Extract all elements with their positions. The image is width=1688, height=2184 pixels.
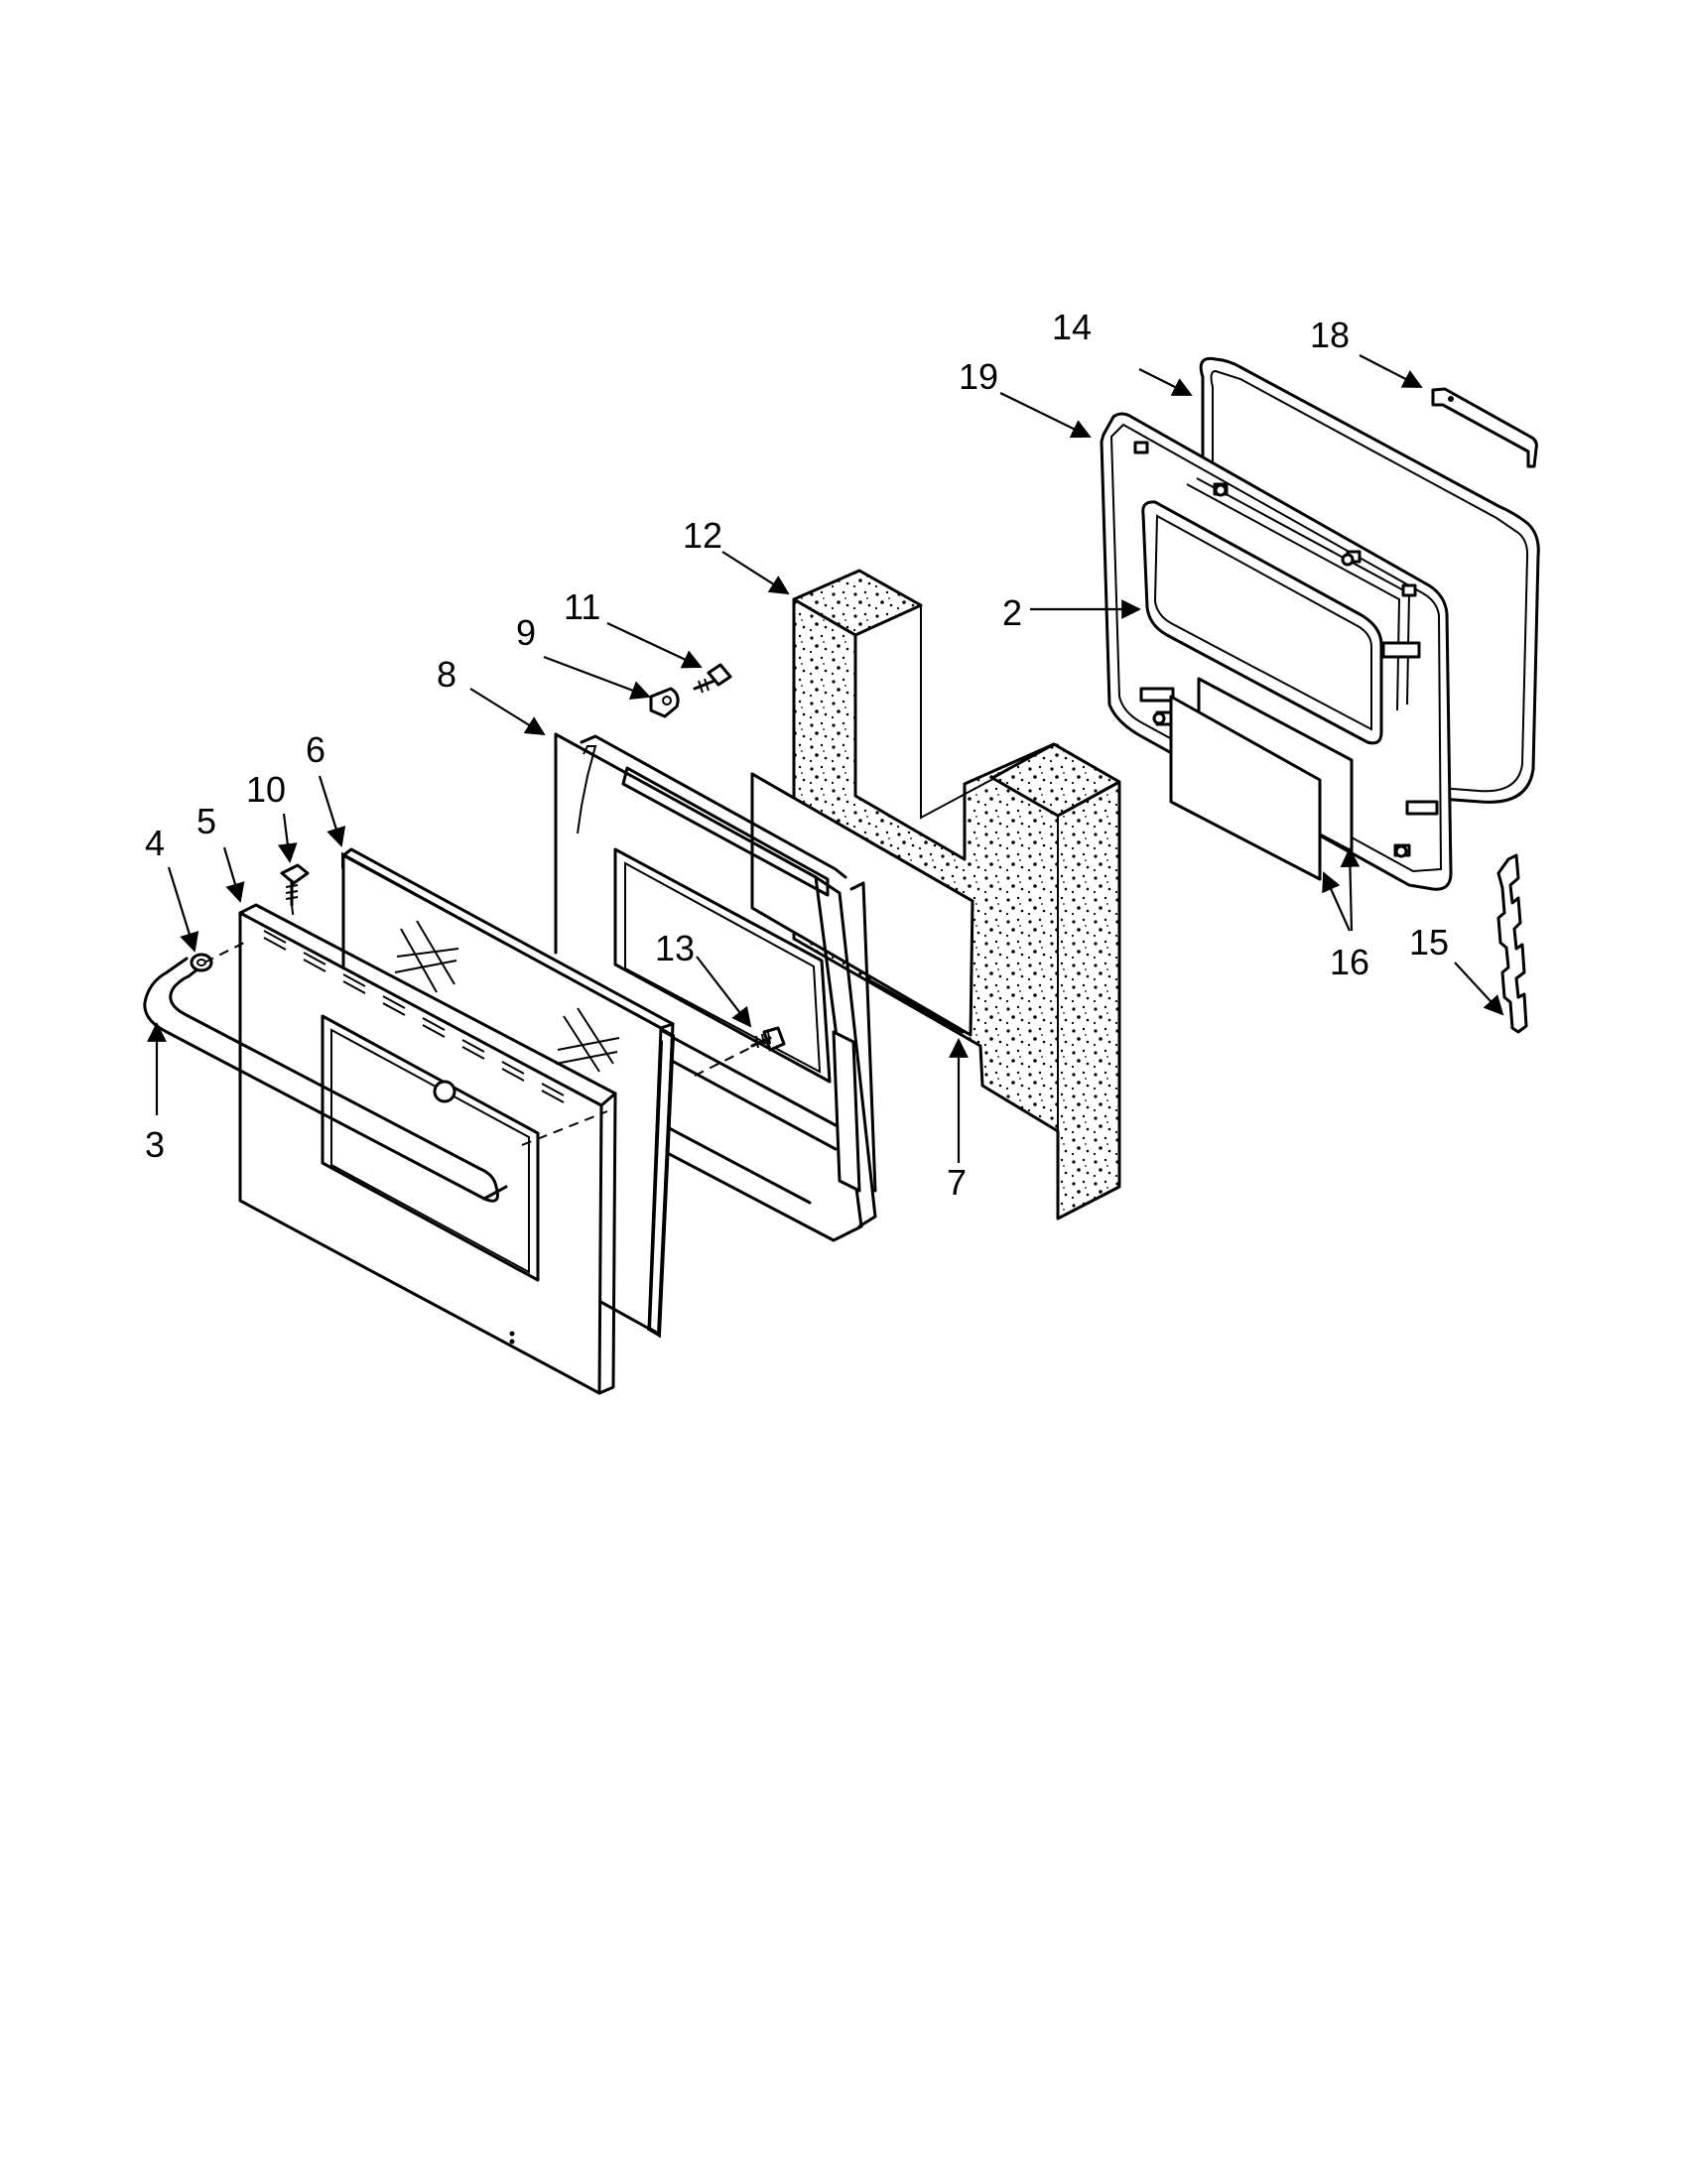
- callout-13: 12: [683, 515, 722, 556]
- leader-lines: [147, 354, 1504, 1163]
- callout-6: 6: [306, 729, 325, 770]
- part-16-glass-panes: [1169, 677, 1354, 881]
- callout-10: 10: [246, 769, 286, 810]
- part-4-spacer: [190, 953, 213, 972]
- callout-7: 7: [947, 1162, 967, 1203]
- callout-8: 8: [437, 654, 456, 695]
- callout-18: 18: [1310, 315, 1350, 355]
- part-7-inner-glass: [750, 772, 974, 1037]
- callout-2: 2: [1002, 592, 1022, 633]
- part-18-bracket: [1431, 387, 1538, 468]
- part-5-outer-door-panel: [238, 903, 617, 1395]
- callout-16: 16: [1330, 942, 1369, 982]
- callout-19: 19: [959, 356, 998, 397]
- part-3-handle: [143, 957, 508, 1203]
- callout-3: 3: [145, 1124, 165, 1165]
- callout-11: 13: [655, 928, 695, 968]
- callout-labels: 14 18 19 12 11 9 2 8 6 10 5 4 13 15 16 3…: [145, 307, 1449, 1203]
- part-9-hinge-clip: [649, 687, 680, 718]
- part-11-screw: [750, 1026, 786, 1052]
- callout-5: 5: [196, 801, 216, 841]
- part-14-hinge-strip: [1496, 853, 1528, 1034]
- callout-9: 9: [516, 612, 536, 653]
- callout-4: 4: [145, 823, 165, 863]
- part-10-screw: [280, 863, 310, 907]
- assembly-lines: [203, 904, 751, 1146]
- callout-12: 11: [564, 586, 600, 627]
- callout-15: 14: [1052, 307, 1092, 347]
- part-19-door-liner: [1100, 412, 1453, 891]
- part-12-screw: [693, 663, 732, 694]
- callout-14: 15: [1409, 922, 1449, 963]
